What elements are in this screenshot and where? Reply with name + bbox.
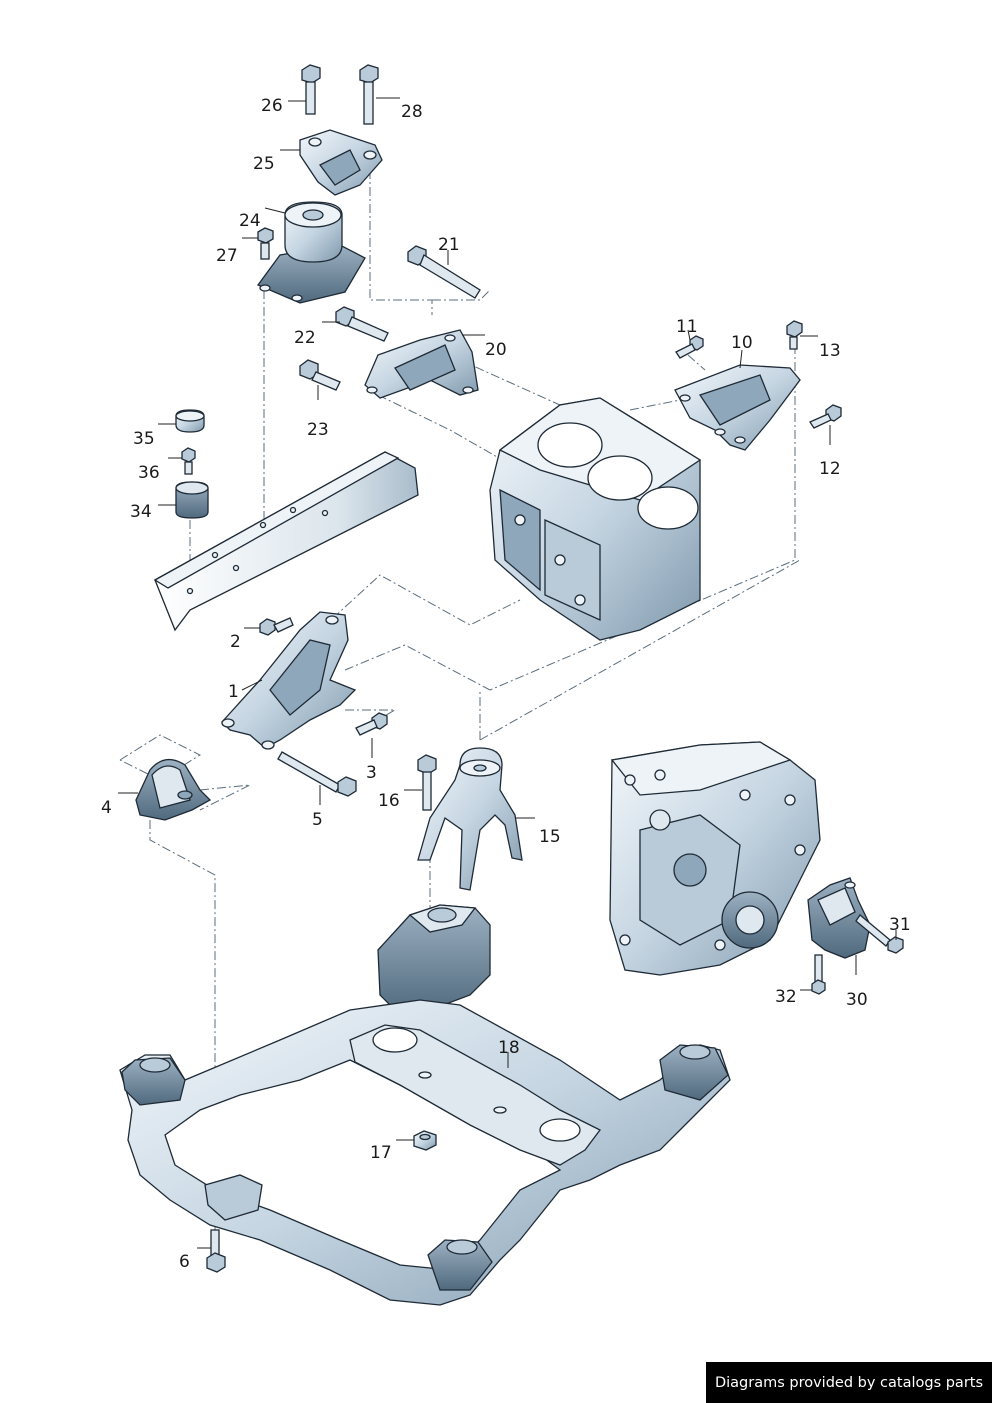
callout-36: 36 <box>138 463 160 483</box>
callout-18: 18 <box>498 1038 520 1058</box>
engine-mount-24 <box>256 201 366 304</box>
mount-30 <box>807 877 871 975</box>
bolt-12 <box>809 404 842 445</box>
bracket-20 <box>364 329 485 399</box>
bolt-2 <box>244 617 294 636</box>
callout-4: 4 <box>101 798 112 818</box>
bolt-22 <box>322 306 389 342</box>
callout-22: 22 <box>294 328 316 348</box>
bracket-25 <box>280 129 383 196</box>
callout-32: 32 <box>775 987 797 1007</box>
bolt-36 <box>168 447 196 475</box>
bolt-26 <box>288 64 321 115</box>
bracket-10 <box>674 349 801 451</box>
callout-27: 27 <box>216 246 238 266</box>
cap-35 <box>158 409 205 433</box>
bolt-3 <box>355 712 388 758</box>
callout-6: 6 <box>179 1252 190 1272</box>
callout-5: 5 <box>312 810 323 830</box>
callout-20: 20 <box>485 340 507 360</box>
bushing-34 <box>158 481 209 519</box>
gearbox <box>609 741 821 976</box>
callout-11: 11 <box>676 317 698 337</box>
credit-banner: Diagrams provided by catalogs parts <box>706 1362 992 1403</box>
bracket-1 <box>221 611 357 750</box>
callout-25: 25 <box>253 154 275 174</box>
callout-30: 30 <box>846 990 868 1010</box>
callout-15: 15 <box>539 827 561 847</box>
callout-31: 31 <box>889 915 911 935</box>
bolt-16 <box>404 754 437 811</box>
callout-10: 10 <box>731 333 753 353</box>
callout-13: 13 <box>819 341 841 361</box>
callout-12: 12 <box>819 459 841 479</box>
engine-block <box>489 397 702 641</box>
bolt-31 <box>855 914 904 954</box>
bolt-27 <box>242 227 274 260</box>
callout-35: 35 <box>133 429 155 449</box>
callout-28: 28 <box>401 102 423 122</box>
subframe-18 <box>119 904 731 1306</box>
bolt-28 <box>359 64 400 125</box>
credit-text: Diagrams provided by catalogs parts <box>714 1374 984 1391</box>
bolt-23 <box>299 359 341 400</box>
callout-2: 2 <box>230 632 241 652</box>
callout-23: 23 <box>307 420 329 440</box>
callout-1: 1 <box>228 682 239 702</box>
callout-16: 16 <box>378 791 400 811</box>
mount-4 <box>118 758 212 821</box>
bolt-13 <box>786 320 818 350</box>
bolt-5 <box>277 751 357 805</box>
bolt-32 <box>800 954 826 995</box>
callout-labels: 1 2 3 4 5 6 10 11 12 13 15 16 17 18 20 2… <box>101 96 911 1272</box>
callout-21: 21 <box>438 235 460 255</box>
callout-3: 3 <box>366 763 377 783</box>
nut-17 <box>396 1130 437 1151</box>
callout-26: 26 <box>261 96 283 116</box>
callout-17: 17 <box>370 1143 392 1163</box>
callout-24: 24 <box>239 211 261 231</box>
mount-15 <box>417 747 535 891</box>
frame-rail <box>153 451 419 632</box>
bolt-6 <box>197 1229 226 1273</box>
callout-34: 34 <box>130 502 152 522</box>
bolt-21 <box>407 245 481 299</box>
bolt-11 <box>675 329 704 359</box>
